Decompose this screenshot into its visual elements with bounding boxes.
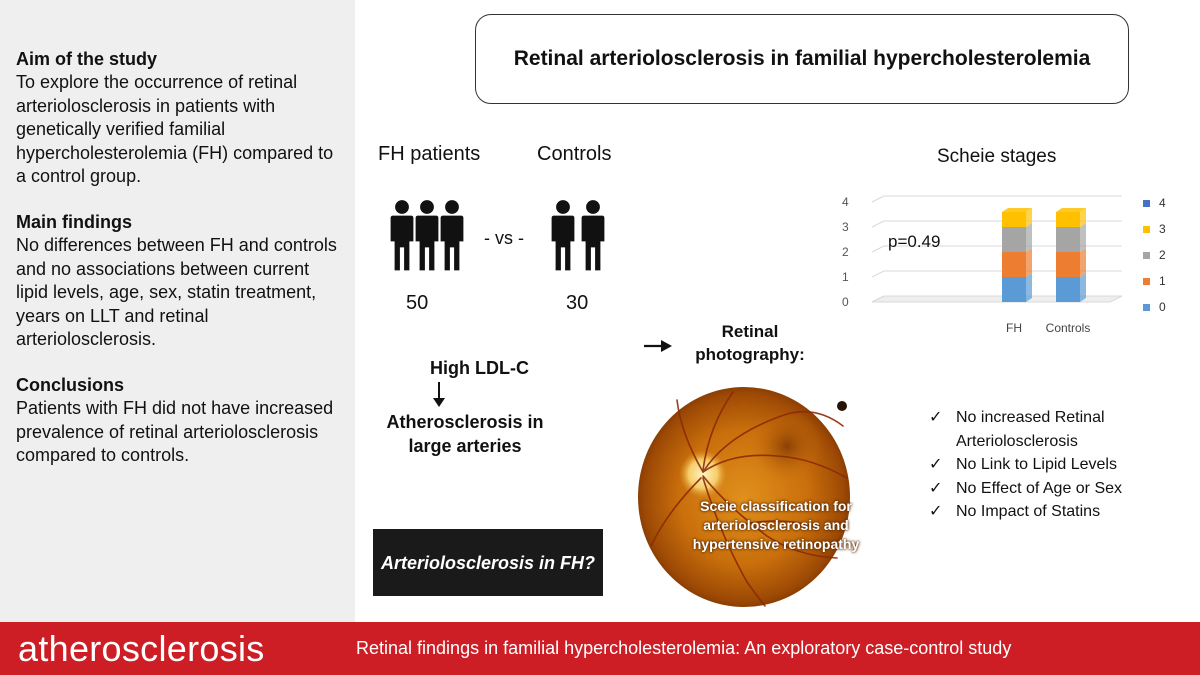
gridline	[871, 220, 885, 228]
bar-segment-0	[1002, 277, 1026, 302]
scheie-stages-chart: 0 1 2 3 4 p=0.49 FH Controls 4 3 2 1 0	[842, 195, 1166, 335]
findings-checklist: ✓ No increased Retinal Arteriolosclerosi…	[929, 406, 1146, 524]
bar-segment-3	[1002, 212, 1026, 227]
summary-panel: Aim of the study To explore the occurren…	[0, 0, 355, 622]
checklist-item-text: No increased Retinal Arteriolosclerosis	[956, 409, 1105, 450]
legend-label: 0	[1159, 300, 1166, 314]
aim-text: To explore the occurrence of retinal art…	[16, 72, 334, 187]
legend-label: 2	[1159, 248, 1166, 262]
bar-segment-3	[1056, 212, 1080, 227]
chart-title: Scheie stages	[937, 146, 1057, 167]
findings-section: Main findings No differences between FH …	[16, 211, 343, 352]
p-value-annotation: p=0.49	[888, 232, 940, 251]
bar-side-2	[1026, 223, 1032, 252]
retinal-fundus-image	[638, 387, 850, 607]
checklist-item: ✓ No Effect of Age or Sex	[929, 477, 1146, 501]
y-tick-label: 0	[842, 295, 849, 309]
checklist-item: ✓ No Impact of Statins	[929, 500, 1146, 524]
controls-label: Controls	[537, 143, 612, 165]
bar-top	[1002, 208, 1032, 212]
fundus-caption: Sceie classification for arteriolosclero…	[692, 498, 860, 552]
findings-heading: Main findings	[16, 211, 132, 232]
check-icon: ✓	[929, 456, 943, 473]
checklist-item: ✓ No Link to Lipid Levels	[929, 453, 1146, 477]
y-tick-label: 1	[842, 270, 849, 284]
title-box: Retinal arteriolosclerosis in familial h…	[475, 14, 1129, 104]
right-arrow-icon	[644, 340, 672, 352]
x-tick-label: FH	[1006, 321, 1022, 335]
controls-people-icon	[550, 198, 606, 272]
controls-count: 30	[566, 292, 589, 314]
page-title: Retinal arteriolosclerosis in familial h…	[513, 47, 1091, 70]
y-tick-label: 2	[842, 245, 849, 259]
journal-name: atherosclerosis	[18, 627, 265, 669]
down-arrow-icon	[433, 382, 445, 407]
bar-segment-1	[1002, 252, 1026, 277]
legend-swatch-0	[1143, 304, 1150, 311]
bar-side-3	[1080, 208, 1086, 227]
bar-segment-1	[1056, 252, 1080, 277]
bar-segment-2	[1056, 227, 1080, 252]
checklist-item: ✓ No increased Retinal Arteriolosclerosi…	[929, 406, 1146, 453]
conclusions-section: Conclusions Patients with FH did not hav…	[16, 374, 343, 468]
fh-count: 50	[406, 292, 429, 314]
retinal-photography-label: Retinal photography:	[695, 322, 805, 364]
legend-label: 3	[1159, 222, 1166, 236]
bar-side-3	[1026, 208, 1032, 227]
paper-title: Retinal findings in familial hypercholes…	[356, 638, 1012, 658]
bar-segment-2	[1002, 227, 1026, 252]
bar-side-1	[1026, 248, 1032, 277]
bar-side-0	[1080, 273, 1086, 302]
checklist-item-text: No Impact of Statins	[956, 503, 1101, 520]
conclusions-text: Patients with FH did not have increased …	[16, 397, 334, 466]
y-tick-label: 4	[842, 195, 849, 209]
checklist-item-text: No Effect of Age or Sex	[956, 479, 1123, 497]
vs-label: - vs -	[484, 228, 524, 248]
bar-segment-0	[1056, 277, 1080, 302]
gridline	[871, 195, 885, 203]
check-icon: ✓	[929, 503, 943, 520]
y-tick-label: 3	[842, 220, 849, 234]
atherosclerosis-label: Atherosclerosis in large arteries	[386, 412, 544, 456]
legend-label: 4	[1159, 196, 1166, 210]
fh-patients-people-icon	[389, 198, 465, 272]
fh-patients-label: FH patients	[378, 143, 481, 165]
legend-label: 1	[1159, 274, 1166, 288]
bar-side-1	[1080, 248, 1086, 277]
research-question: Arteriolosclerosis in FH?	[380, 552, 596, 573]
journal-footer: atherosclerosis Retinal findings in fami…	[0, 622, 1200, 675]
gridline	[871, 270, 885, 278]
check-icon: ✓	[929, 409, 943, 426]
x-tick-label: Controls	[1046, 321, 1091, 335]
aim-section: Aim of the study To explore the occurren…	[16, 48, 343, 189]
check-icon: ✓	[929, 479, 943, 497]
bar-side-2	[1080, 223, 1086, 252]
findings-text: No differences between FH and controls a…	[16, 234, 337, 350]
bar-top	[1056, 208, 1086, 212]
bar-side-0	[1026, 273, 1032, 302]
legend-swatch-4	[1143, 200, 1150, 207]
gridline	[871, 245, 885, 253]
research-question-box: Arteriolosclerosis in FH?	[373, 529, 603, 596]
high-ldl-label: High LDL-C	[430, 358, 529, 378]
legend-swatch-3	[1143, 226, 1150, 233]
aim-heading: Aim of the study	[16, 49, 158, 69]
conclusions-heading: Conclusions	[16, 374, 125, 395]
legend-swatch-2	[1143, 252, 1150, 259]
legend-swatch-1	[1143, 278, 1150, 285]
checklist-item-text: No Link to Lipid Levels	[956, 456, 1117, 473]
